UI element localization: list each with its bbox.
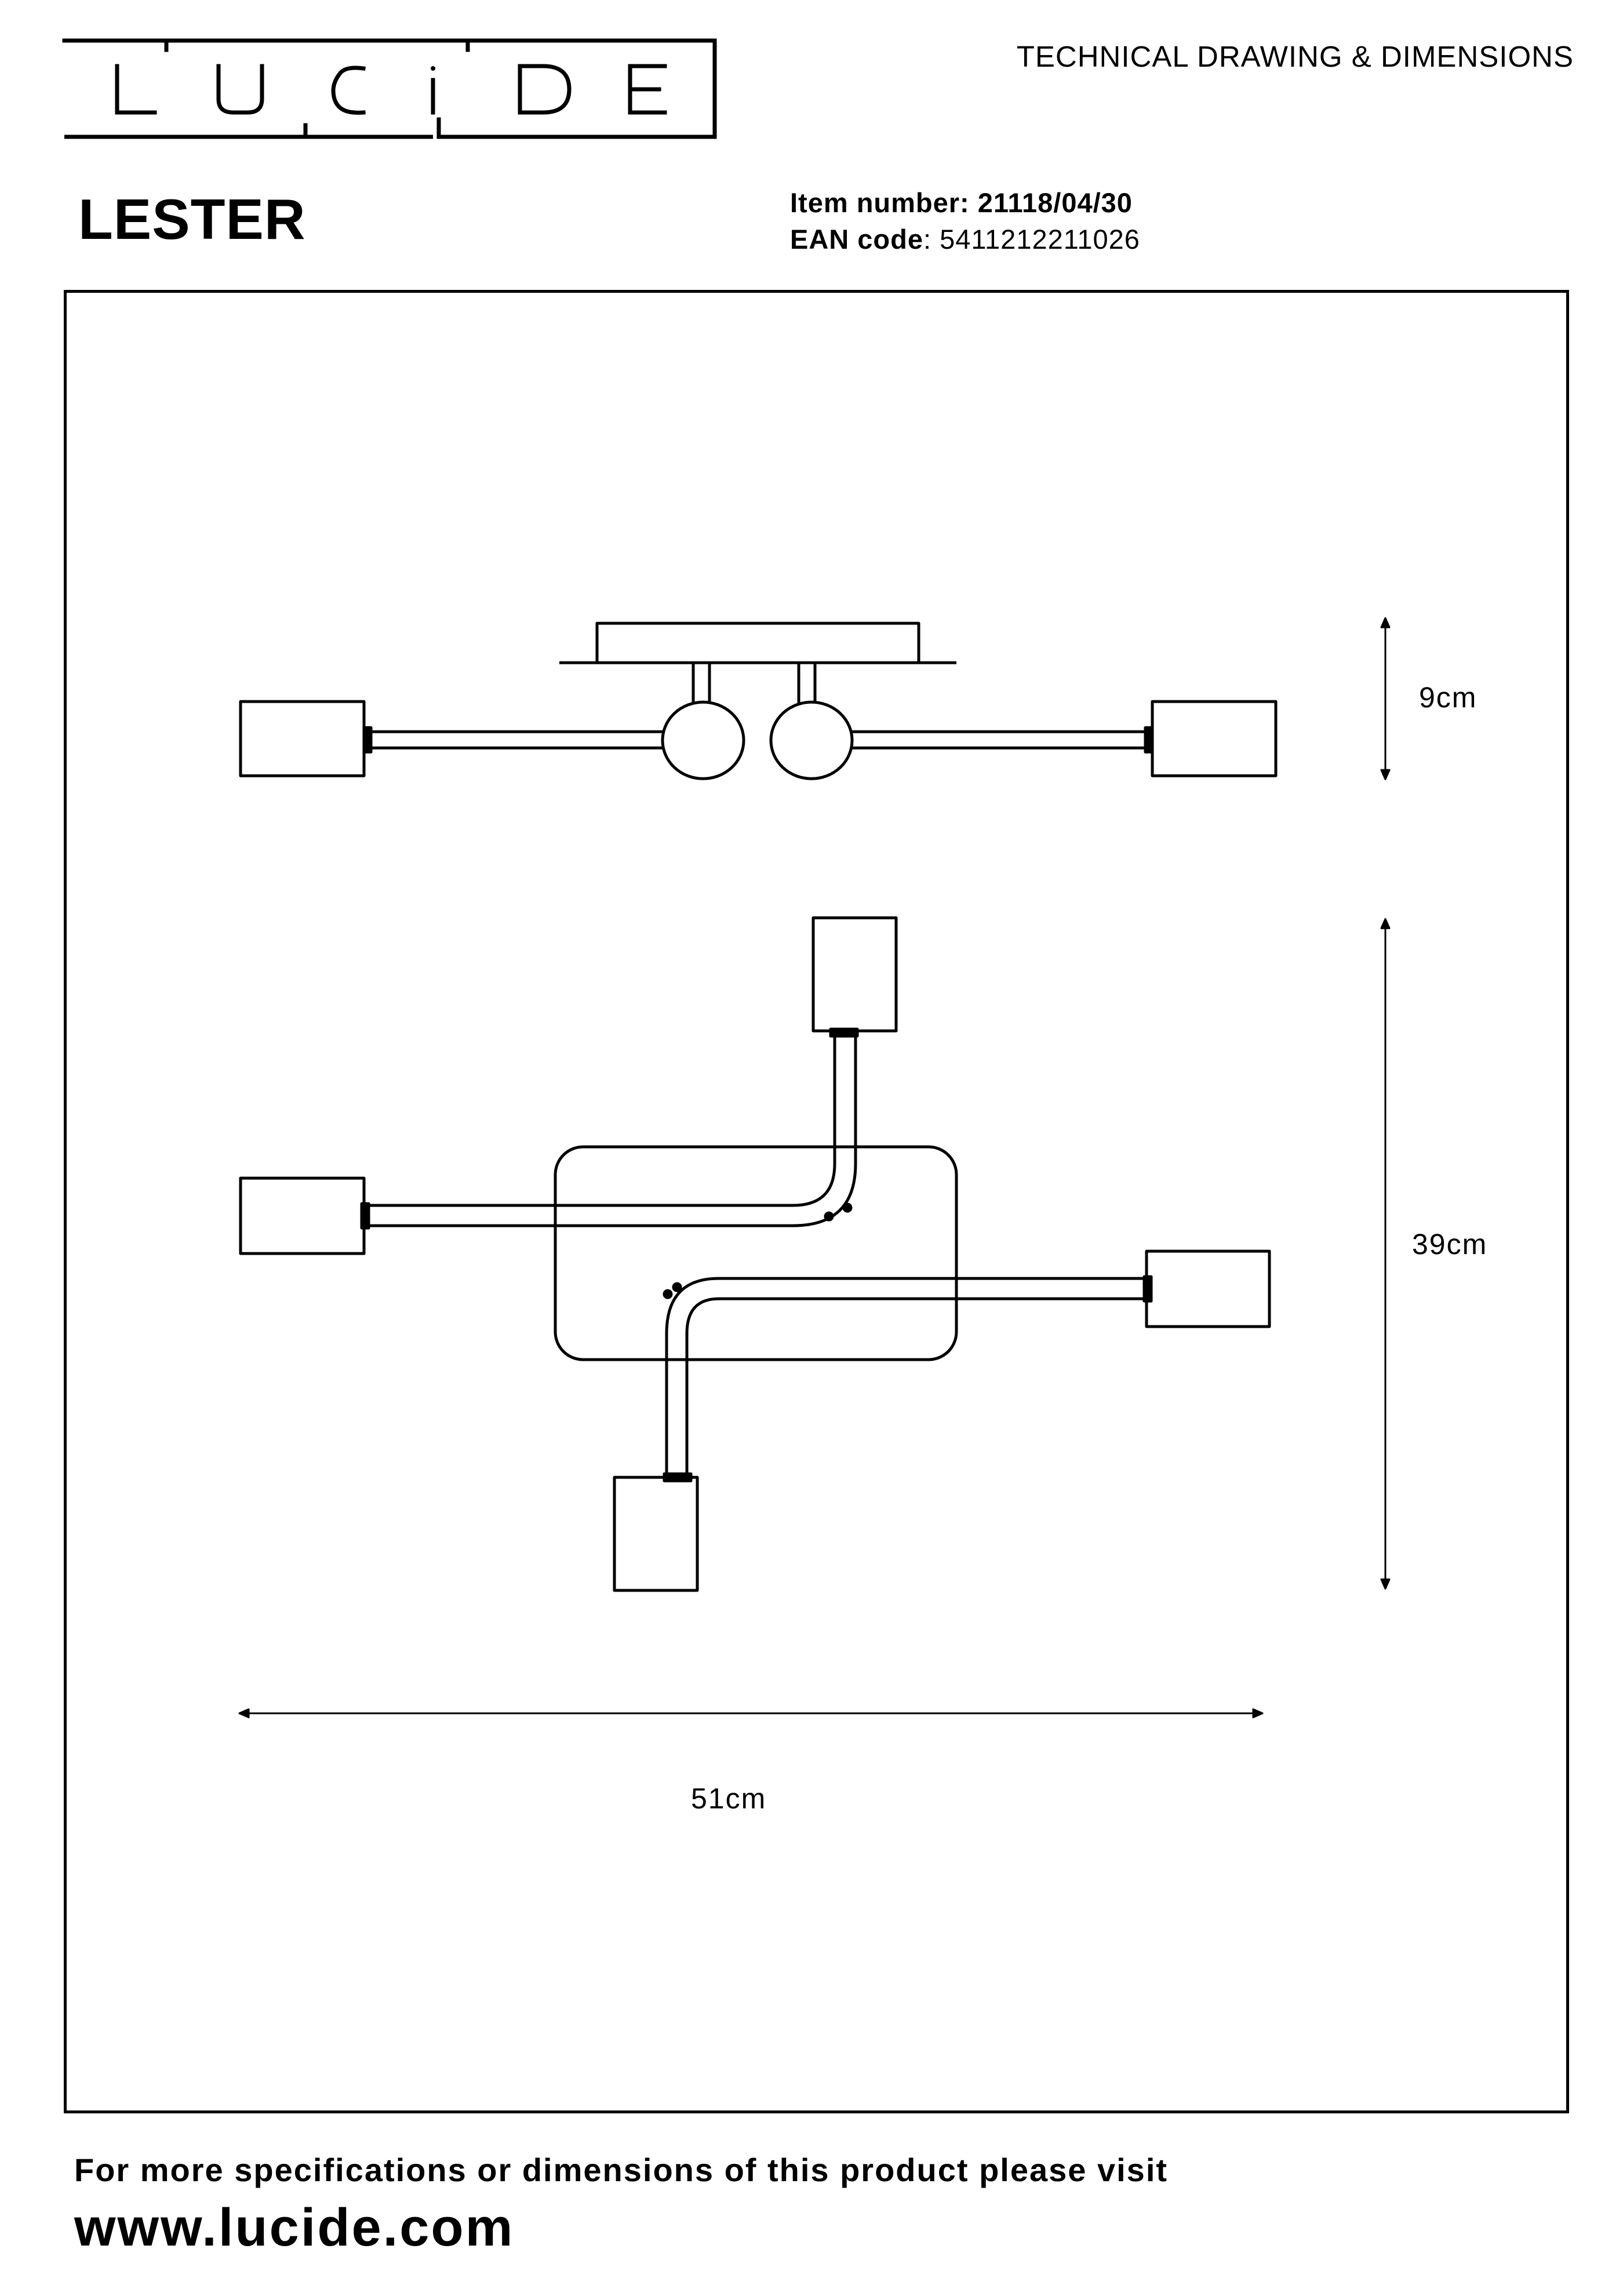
drawing-frame [64, 290, 1569, 2113]
footer-url-link[interactable]: www.lucide.com [74, 2198, 515, 2257]
item-number-line: Item number: 21118/04/30 [790, 187, 1133, 219]
dimension-width-label: 51cm [691, 1782, 767, 1815]
document-title: TECHNICAL DRAWING & DIMENSIONS [1016, 40, 1574, 73]
dimension-depth-label: 39cm [1412, 1228, 1488, 1260]
item-number-value: 21118/04/30 [977, 187, 1133, 218]
product-name: LESTER [78, 187, 306, 251]
dimension-height-label: 9cm [1419, 681, 1478, 714]
ean-code-line: EAN code: 5411212211026 [790, 223, 1140, 255]
footer-text: For more specifications or dimensions of… [74, 2152, 1169, 2188]
ean-code-value: : 5411212211026 [923, 224, 1140, 255]
ean-code-label: EAN code [790, 224, 923, 255]
lucide-logo [62, 38, 717, 139]
item-number-label: Item number: [790, 187, 970, 218]
